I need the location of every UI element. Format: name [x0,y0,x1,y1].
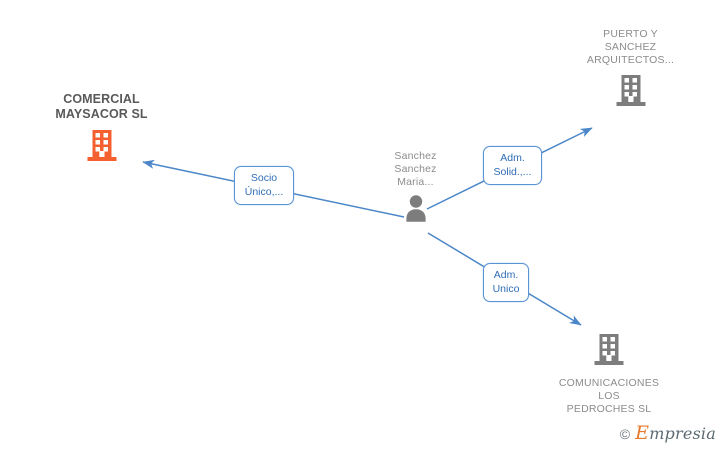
node-label-comunicaciones-pedroches: COMUNICACIONES LOS PEDROCHES SL [558,377,660,415]
node-label-person-sanchez: Sanchez Sanchez Maria... [394,150,437,188]
graph-node-comercial-maysacor[interactable]: COMERCIAL MAYSACOR SL [24,92,179,167]
copyright-icon: © [619,425,631,442]
empresia-watermark: © Empresia [619,422,716,444]
building-icon [558,73,703,112]
node-label-puerto-sanchez: PUERTO Y SANCHEZ ARQUITECTOS... [586,28,675,66]
edge-label-adm-solidario[interactable]: Adm. Solid.,... [483,146,542,185]
edge-label-adm-unico[interactable]: Adm. Unico [483,263,529,302]
node-label-comercial-maysacor: COMERCIAL MAYSACOR SL [55,92,148,121]
brand-rest: mpresia [649,424,716,443]
graph-node-comunicaciones-los-pedroches[interactable]: COMUNICACIONES LOS PEDROCHES SL [534,332,684,416]
brand-wordmark: Empresia [635,422,716,444]
building-icon [24,128,179,167]
graph-node-puerto-sanchez-arquitectos[interactable]: PUERTO Y SANCHEZ ARQUITECTOS... [558,28,703,112]
brand-initial: E [635,422,650,444]
edge-label-socio-unico[interactable]: Socio Único,... [234,166,294,205]
graph-node-person-sanchez-sanchez-maria[interactable]: Sanchez Sanchez Maria... [358,150,473,228]
building-icon [534,332,684,371]
person-icon [358,193,473,228]
